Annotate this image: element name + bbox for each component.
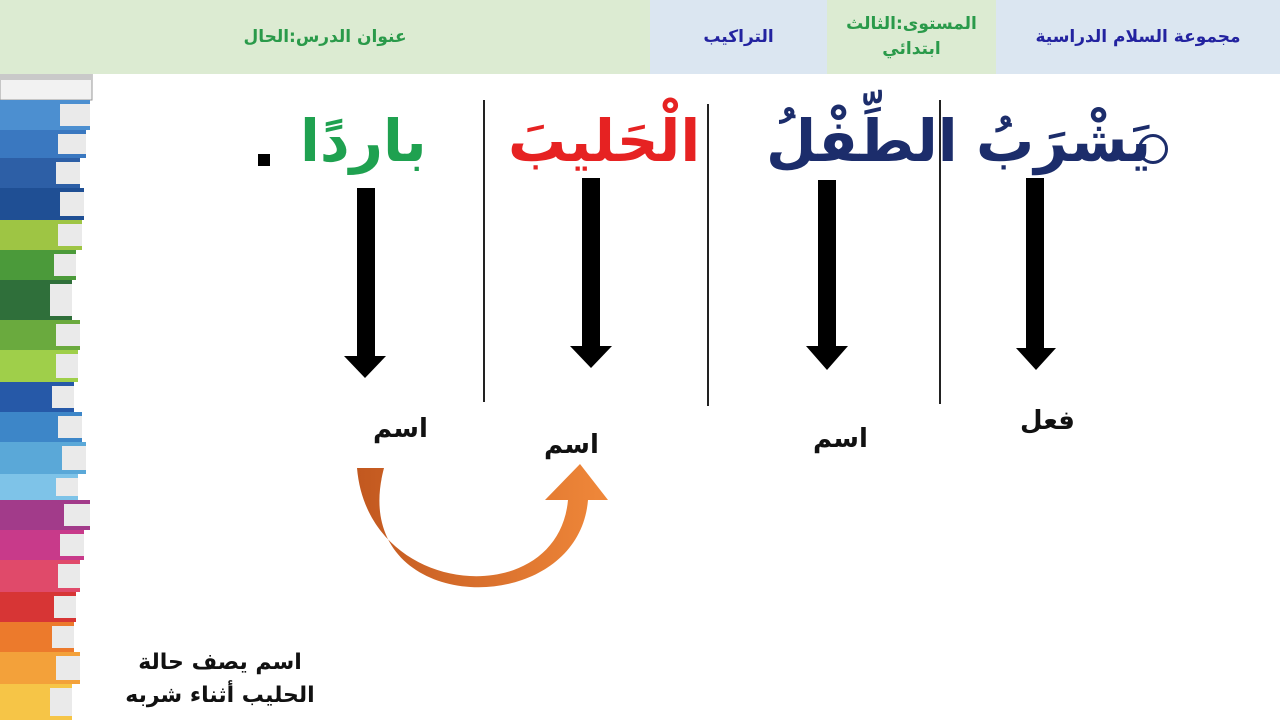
lesson-title: عنوان الدرس:الحال	[0, 0, 650, 74]
label-noun-object: اسم	[544, 430, 599, 460]
subject-label: التراكيب	[650, 0, 827, 74]
label-noun-subject: اسم	[813, 424, 868, 454]
down-arrow-icon	[344, 188, 386, 378]
full-stop	[258, 154, 270, 166]
word-verb: يَشْرَبُ	[976, 107, 1152, 175]
group-name: مجموعة السلام الدراسية	[996, 0, 1280, 74]
down-arrow-icon	[806, 180, 848, 370]
word-hal: باردًا	[300, 107, 427, 175]
note-line: اسم يصف حالة	[138, 650, 302, 675]
header-bar: مجموعة السلام الدراسية المستوى:الثالث اب…	[0, 0, 1280, 74]
label-verb: فعل	[1020, 406, 1075, 436]
curved-arrow-icon	[357, 464, 608, 588]
book-spines	[0, 74, 93, 720]
bullet-circle-icon	[1138, 134, 1168, 164]
word-object: الْحَليبَ	[508, 107, 701, 175]
level-label: المستوى:الثالث ابتدائي	[827, 0, 996, 74]
down-arrow-icon	[570, 178, 612, 368]
explanation-note: اسم يصف حالة الحليب أثناء شربه	[100, 646, 340, 712]
note-line: الحليب أثناء شربه	[125, 683, 315, 708]
down-arrow-icon	[1016, 178, 1056, 370]
label-noun-hal: اسم	[373, 414, 428, 444]
book-stack-image	[0, 74, 93, 720]
word-subject: الطِّفْلُ	[766, 107, 958, 175]
